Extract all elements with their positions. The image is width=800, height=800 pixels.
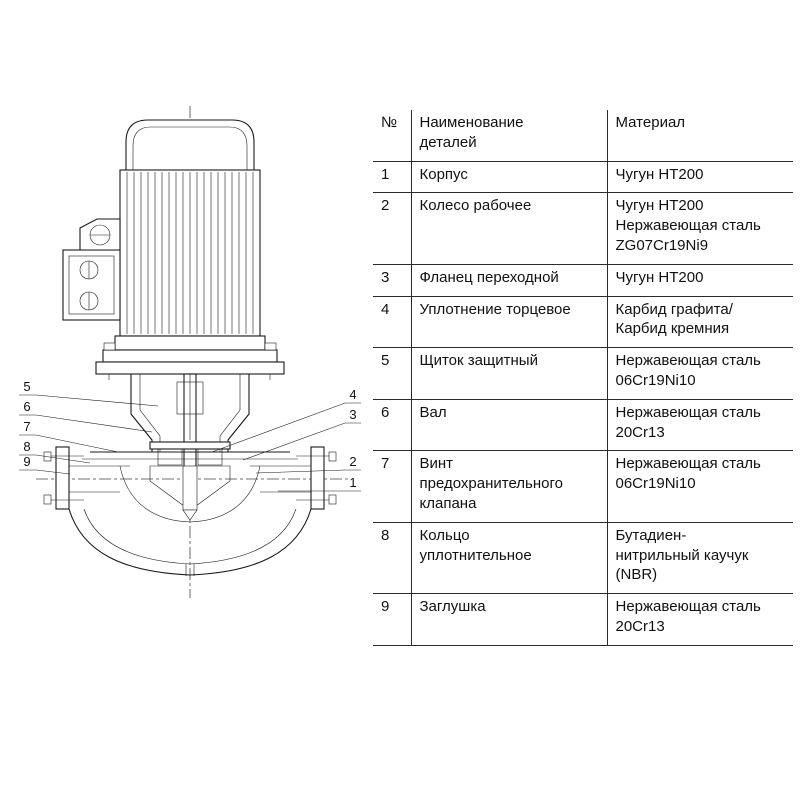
terminal-box [62, 218, 121, 321]
motor-cooling-fins [126, 172, 254, 334]
parts-table: № Наименование деталей Материал 1 Корпус… [373, 110, 793, 646]
header-part-name: Наименование деталей [410, 110, 607, 162]
callout-4: 4 [211, 387, 361, 453]
part-number: 8 [373, 522, 411, 595]
table-row: 7 Винт предохранительного клапана Нержав… [373, 450, 793, 523]
part-name: Заглушка [410, 593, 607, 646]
callout-label-8: 8 [23, 439, 30, 454]
part-material: Нержавеющая сталь 20Cr13 [606, 399, 793, 452]
part-material: Карбид графита/ Карбид кремния [606, 296, 793, 349]
part-number: 6 [373, 399, 411, 452]
part-name: Кольцо уплотнительное [410, 522, 607, 595]
callout-3: 3 [242, 407, 361, 461]
table-row: 6 Вал Нержавеющая сталь 20Cr13 [373, 399, 793, 452]
part-number: 2 [373, 192, 411, 265]
table-header-row: № Наименование деталей Материал [373, 110, 793, 162]
header-material: Материал [606, 110, 793, 162]
part-name: Уплотнение торцевое [410, 296, 607, 349]
table-row: 3 Фланец переходной Чугун HT200 [373, 264, 793, 297]
impeller [149, 465, 231, 521]
header-number: № [373, 110, 411, 162]
table-row: 8 Кольцо уплотнительное Бутадиен- нитрил… [373, 522, 793, 595]
part-material: Нержавеющая сталь 06Cr19Ni10 [606, 450, 793, 523]
part-material: Чугун HT200 Нержавеющая сталь ZG07Cr19Ni… [606, 192, 793, 265]
callout-6: 6 [19, 399, 153, 433]
table-row: 4 Уплотнение торцевое Карбид графита/ Ка… [373, 296, 793, 349]
part-name: Вал [410, 399, 607, 452]
callout-label-7: 7 [23, 419, 30, 434]
part-material: Бутадиен- нитрильный каучук (NBR) [606, 522, 793, 595]
part-number: 3 [373, 264, 411, 297]
callout-7: 7 [19, 419, 119, 453]
drive-stool [95, 342, 285, 452]
callout-8: 8 [19, 439, 91, 464]
callout-label-6: 6 [23, 399, 30, 414]
part-name: Корпус [410, 161, 607, 194]
callout-9: 9 [19, 454, 71, 475]
callout-label-5: 5 [23, 379, 30, 394]
part-number: 7 [373, 450, 411, 523]
table-row: 9 Заглушка Нержавеющая сталь 20Cr13 [373, 593, 793, 646]
part-name: Фланец переходной [410, 264, 607, 297]
part-material: Нержавеющая сталь 20Cr13 [606, 593, 793, 646]
pump-drawing-svg: 5 6 7 8 9 4 [19, 106, 361, 598]
callout-label-1: 1 [349, 475, 356, 490]
part-number: 4 [373, 296, 411, 349]
callout-label-9: 9 [23, 454, 30, 469]
part-material: Чугун HT200 [606, 264, 793, 297]
part-name: Колесо рабочее [410, 192, 607, 265]
callout-5: 5 [19, 379, 159, 407]
callout-2: 2 [255, 454, 361, 474]
part-material: Чугун HT200 [606, 161, 793, 194]
part-number: 9 [373, 593, 411, 646]
pump-cross-section-drawing: 5 6 7 8 9 4 [0, 0, 380, 800]
callout-1: 1 [278, 475, 361, 492]
part-number: 5 [373, 347, 411, 400]
part-name: Щиток защитный [410, 347, 607, 400]
table-row: 2 Колесо рабочее Чугун HT200 Нержавеющая… [373, 192, 793, 265]
callout-label-4: 4 [349, 387, 356, 402]
part-material: Нержавеющая сталь 06Cr19Ni10 [606, 347, 793, 400]
motor [102, 119, 278, 363]
callout-label-2: 2 [349, 454, 356, 469]
part-number: 1 [373, 161, 411, 194]
pump-casing [43, 446, 337, 576]
callout-label-3: 3 [349, 407, 356, 422]
table-row: 1 Корпус Чугун HT200 [373, 161, 793, 194]
table-row: 5 Щиток защитный Нержавеющая сталь 06Cr1… [373, 347, 793, 400]
parts-table-grid: № Наименование деталей Материал 1 Корпус… [373, 110, 793, 646]
part-name: Винт предохранительного клапана [410, 450, 607, 523]
